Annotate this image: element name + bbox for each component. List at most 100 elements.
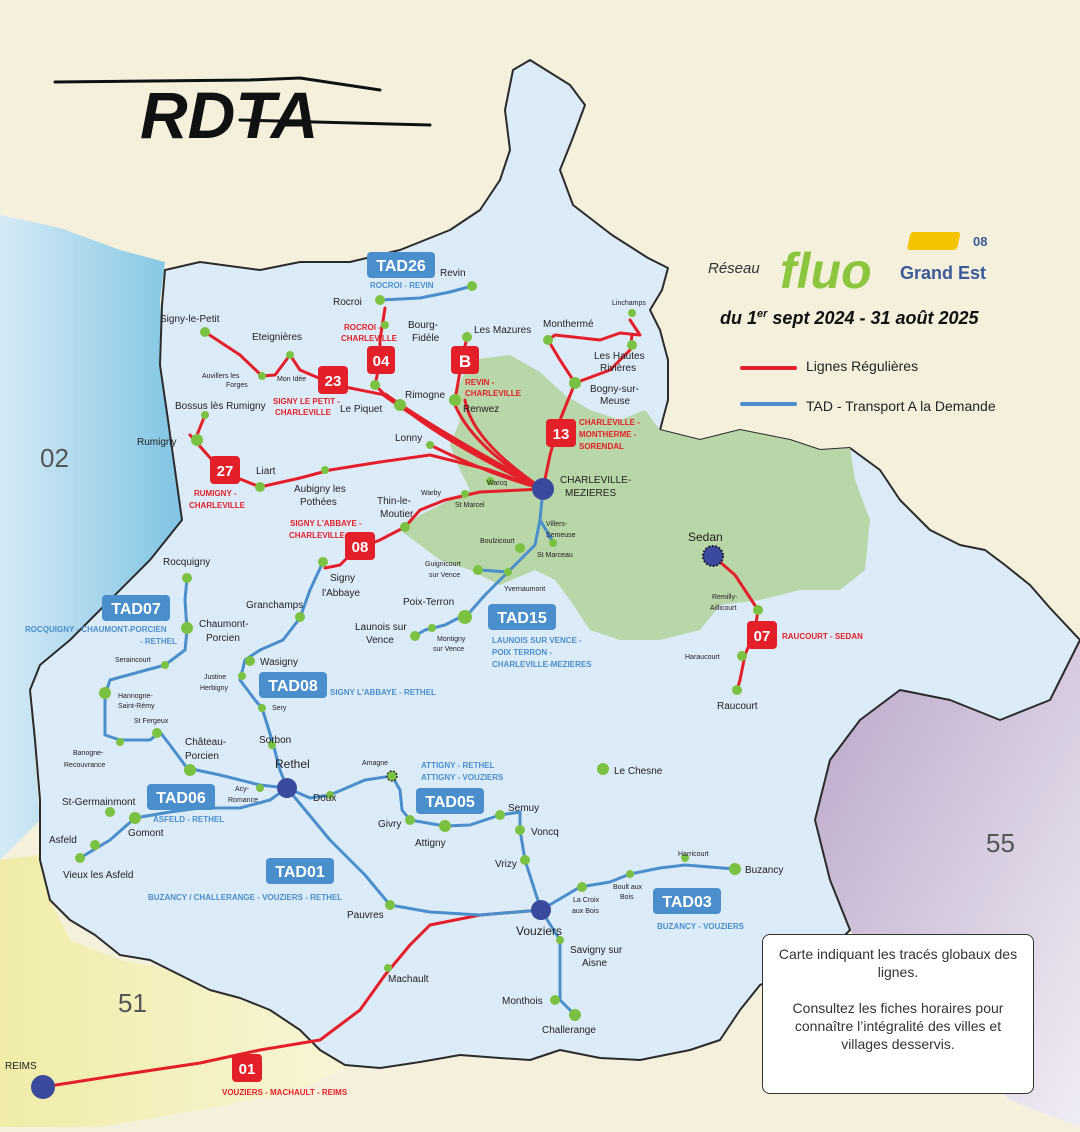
town-raucourt: Raucourt <box>717 701 758 712</box>
urban-area <box>400 355 870 640</box>
line-badge-tad08[interactable]: TAD08 <box>259 672 327 698</box>
line-code-tad01: TAD01 <box>275 864 325 881</box>
town-seraincourt: Seraincourt <box>115 657 151 664</box>
line-desc-23-2: CHARLEVILLE <box>275 408 332 417</box>
line-badge-04[interactable]: 04 <box>367 346 395 374</box>
town-launois-1: Launois sur <box>355 622 407 633</box>
rdta-title: RDTA <box>140 78 318 152</box>
town-bogny-1: Bogny-sur- <box>590 384 639 395</box>
town-sorbon: Sorbon <box>259 735 291 746</box>
town-auvillers-1: Auvillers les <box>202 373 240 380</box>
line-code-tad07: TAD07 <box>111 601 161 618</box>
hub-reims <box>31 1075 55 1099</box>
line-code-tad08: TAD08 <box>268 678 318 695</box>
town-revin: Revin <box>440 268 466 279</box>
line-desc-tad15-3: CHARLEVILLE-MEZIERES <box>492 660 592 669</box>
town-doux: Doux <box>313 793 336 804</box>
line-desc-04-2: CHARLEVILLE <box>341 334 398 343</box>
town-hannogne-2: Saint-Rémy <box>118 703 155 710</box>
dept-02-label: 02 <box>40 443 69 473</box>
network-prefix: Réseau <box>708 260 760 277</box>
line-desc-23-1: SIGNY LE PETIT - <box>273 397 340 406</box>
line-desc-tad03: BUZANCY - VOUZIERS <box>657 922 745 931</box>
town-harricourt: Harricourt <box>678 851 709 858</box>
town-les-mazures: Les Mazures <box>474 325 531 336</box>
line-badge-tad07[interactable]: TAD07 <box>102 595 170 621</box>
town-thin-1: Thin-le- <box>377 496 411 507</box>
town-bossus: Bossus lès Rumigny <box>175 401 266 412</box>
town-villers-1: Villers- <box>546 521 568 528</box>
town-poix-terron: Poix-Terron <box>403 597 454 608</box>
town-auvillers-2: Forges <box>226 382 248 389</box>
line-desc-tad26: ROCROI - REVIN <box>370 281 434 290</box>
line-code-tad06: TAD06 <box>156 790 206 807</box>
line-badge-27[interactable]: 27 <box>210 456 240 484</box>
line-code-tad15: TAD15 <box>497 610 547 627</box>
town-signy-petit: Signy-le-Petit <box>160 314 220 325</box>
line-desc-tad05-2: ATTIGNY - VOUZIERS <box>421 773 504 782</box>
town-givry: Givry <box>378 819 401 830</box>
line-badge-b[interactable]: B <box>451 346 479 374</box>
town-hannogne-1: Hannogne- <box>118 693 153 700</box>
line-badge-23[interactable]: 23 <box>318 366 348 394</box>
town-aubigny-1: Aubigny les <box>294 484 346 495</box>
validity-period: du 1er sept 2024 - 31 août 2025 <box>720 308 980 328</box>
line-code-01: 01 <box>239 1061 256 1078</box>
town-semuy: Semuy <box>508 803 539 814</box>
town-chaumont-1: Chaumont- <box>199 619 248 630</box>
town-banogne-2: Recouvrance <box>64 762 105 769</box>
town-guignicourt-2: sur Vence <box>429 572 460 579</box>
town-mon-idee: Mon Idée <box>277 376 306 383</box>
line-desc-01: VOUZIERS - MACHAULT - REIMS <box>222 1088 348 1097</box>
line-badge-tad05[interactable]: TAD05 <box>416 788 484 814</box>
town-labels: Revin Rocroi Bourg- Fidèle Signy-le-Peti… <box>5 268 783 1072</box>
town-bourg-1: Bourg- <box>408 320 438 331</box>
town-croix-1: La Croix <box>573 897 600 904</box>
fluo-logo: fluo <box>780 243 872 299</box>
town-eteignieres: Eteignières <box>252 332 302 343</box>
dept-badge <box>907 232 961 250</box>
town-st-marceau: St Marceau <box>537 552 573 559</box>
town-st-germainmont: St-Germainmont <box>62 797 136 808</box>
hub-rethel <box>277 778 297 798</box>
town-boulzicourt: Boulzicourt <box>480 538 515 545</box>
town-bogny-2: Meuse <box>600 396 630 407</box>
town-gomont: Gomont <box>128 828 164 839</box>
line-desc-tad15-2: POIX TERRON - <box>492 648 552 657</box>
line-code-13: 13 <box>553 426 570 443</box>
town-launois-2: Vence <box>366 635 394 646</box>
line-badge-tad01[interactable]: TAD01 <box>266 858 334 884</box>
line-desc-b-2: CHARLEVILLE <box>465 389 522 398</box>
line-badge-tad03[interactable]: TAD03 <box>653 888 721 914</box>
town-le-piquet: Le Piquet <box>340 404 382 415</box>
town-granchamps: Granchamps <box>246 600 303 611</box>
town-rocquigny: Rocquigny <box>163 557 210 568</box>
line-badge-tad06[interactable]: TAD06 <box>147 784 215 810</box>
fluo-brand: Réseau fluo Grand Est 08 du 1er sept 202… <box>708 232 987 328</box>
line-badge-13[interactable]: 13 <box>546 419 576 447</box>
line-desc-13-1: CHARLEVILLE - <box>579 418 640 427</box>
line-badge-tad26[interactable]: TAD26 <box>367 252 435 278</box>
line-badge-08[interactable]: 08 <box>345 532 375 560</box>
line-desc-b-1: REVIN - <box>465 378 495 387</box>
info-box: Carte indiquant les tracés globaux des l… <box>762 934 1034 1094</box>
town-aubigny-2: Pothées <box>300 497 337 508</box>
town-st-marcel: St Marcel <box>455 502 485 509</box>
line-badge-01[interactable]: 01 <box>232 1054 262 1082</box>
town-rimogne: Rimogne <box>405 390 445 401</box>
town-yvernaumont: Yvernaumont <box>504 586 545 593</box>
line-badge-tad15[interactable]: TAD15 <box>488 604 556 630</box>
town-villers-2: Semeuse <box>546 532 576 539</box>
line-desc-13-2: MONTHERME - <box>579 430 637 439</box>
line-code-tad03: TAD03 <box>662 894 712 911</box>
line-desc-13-3: SORENDAL <box>579 442 624 451</box>
town-signy-abbaye-2: l'Abbaye <box>322 588 360 599</box>
town-reims: REIMS <box>5 1061 37 1072</box>
town-guignicourt-1: Guignicourt <box>425 561 461 568</box>
line-badge-07[interactable]: 07 <box>747 621 777 649</box>
hub-sedan <box>702 545 724 567</box>
dept-51-area <box>0 855 360 1127</box>
town-rocroi: Rocroi <box>333 297 362 308</box>
hubs <box>31 478 724 1099</box>
